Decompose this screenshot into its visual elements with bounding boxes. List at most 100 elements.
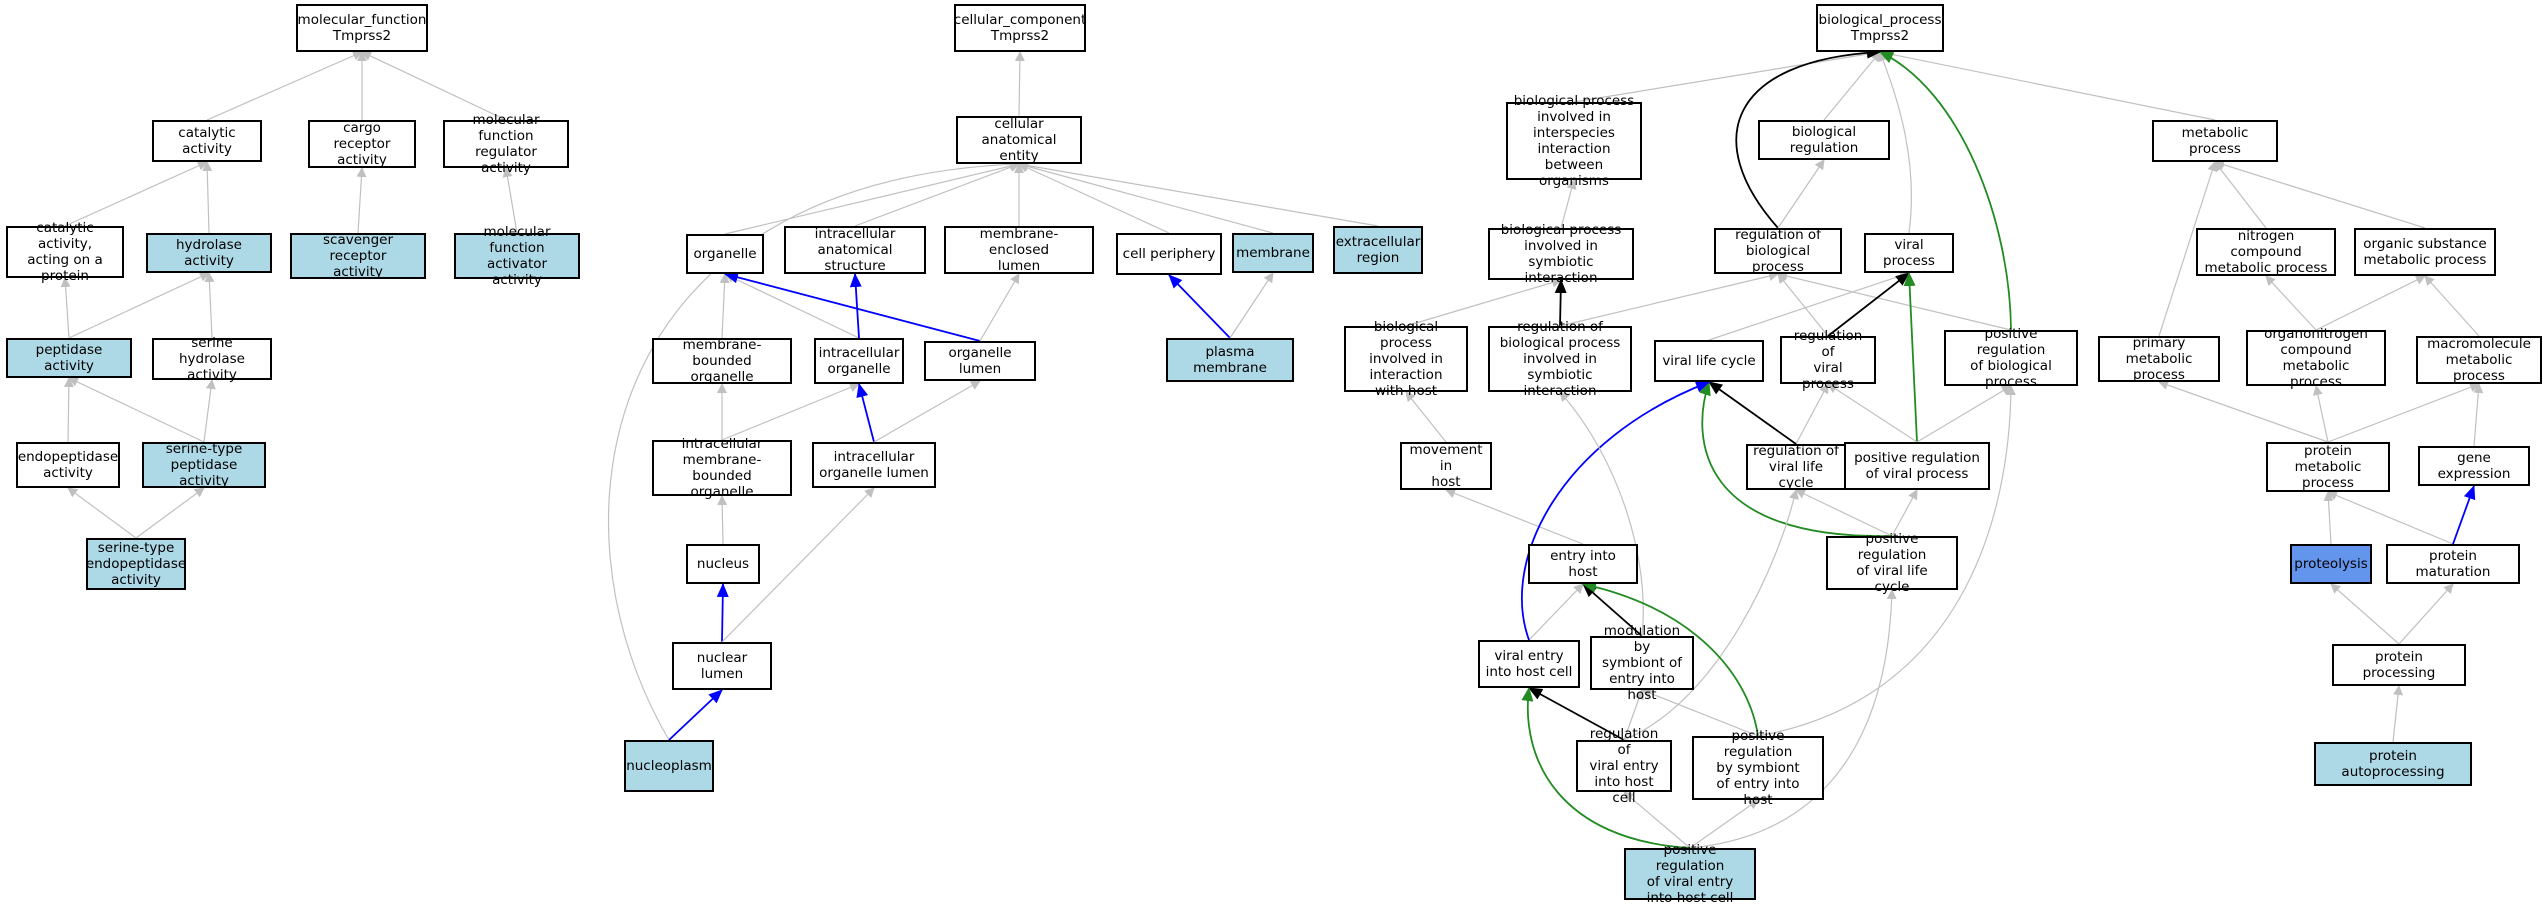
go-term-cell-anat[interactable]: cellular anatomical entity: [956, 116, 1082, 164]
edge-peptidase-to-hydrolase: [68, 272, 210, 339]
go-term-entry-host[interactable]: entry into host: [1528, 544, 1638, 584]
go-term-cc-root[interactable]: cellular_component Tmprss2: [954, 4, 1086, 52]
go-term-intra-mem-bounded[interactable]: intracellular membrane-bounded organelle: [652, 436, 792, 500]
go-term-viral-life-cycle[interactable]: viral life cycle: [1654, 340, 1764, 382]
go-term-scavenger[interactable]: scavenger receptor activity: [290, 232, 426, 280]
go-term-mem-bounded[interactable]: membrane-bounded organelle: [652, 337, 792, 385]
go-term-organonitrogen[interactable]: organonitrogen compound metabolic proces…: [2246, 326, 2386, 390]
go-term-reg-bp-symbiotic[interactable]: regulation of biological process involve…: [1488, 319, 1632, 399]
go-term-viral-process[interactable]: viral process: [1864, 233, 1954, 273]
go-term-pos-reg-viral-process[interactable]: positive regulation of viral process: [1844, 442, 1990, 490]
go-term-modulation-symbiont[interactable]: modulation by symbiont of entry into hos…: [1590, 623, 1694, 703]
go-term-bp-root[interactable]: biological_process Tmprss2: [1816, 4, 1944, 52]
edge-peptidase-to-cat-protein: [60, 277, 71, 339]
edge-cell-anat-to-cc-root: [1014, 51, 1025, 117]
edge-pos-reg-viral-entry-to-pos-reg-symbiont: [1689, 799, 1759, 849]
edge-pos-reg-bp-to-reg-bp: [1777, 271, 2012, 331]
go-term-pos-reg-symbiont[interactable]: positive regulation by symbiont of entry…: [1692, 728, 1824, 808]
edge-intra-org-lumen-to-intra-organelle: [856, 383, 875, 443]
go-term-intra-org-lumen[interactable]: intracellular organelle lumen: [812, 442, 936, 488]
edge-pos-reg-viral-entry-to-viral-entry: [1521, 687, 1691, 849]
go-term-nucleus[interactable]: nucleus: [686, 544, 760, 584]
edge-pos-reg-symbiont-to-pos-reg-bp: [1757, 385, 2016, 737]
edge-bp-symbiotic-to-bp-interspecies: [1560, 179, 1577, 229]
go-term-mf-root[interactable]: molecular_function Tmprss2: [296, 4, 428, 52]
go-term-intra-anat[interactable]: intracellular anatomical structure: [784, 226, 926, 274]
edge-pos-reg-viral-process-to-reg-viral-process: [1827, 383, 1918, 443]
edge-reg-viral-process-to-viral-process: [1827, 272, 1910, 337]
go-term-plasma-membrane[interactable]: plasma membrane: [1166, 338, 1294, 382]
go-term-serine-peptidase[interactable]: serine-type peptidase activity: [142, 441, 266, 489]
go-term-mem-enclosed[interactable]: membrane-enclosed lumen: [944, 226, 1094, 274]
edge-gene-expression-to-macromolecule: [2473, 383, 2484, 447]
edge-proteolysis-to-protein-metabolic: [2323, 491, 2334, 545]
go-term-metabolic[interactable]: metabolic process: [2152, 120, 2278, 162]
go-term-protein-metabolic[interactable]: protein metabolic process: [2266, 442, 2390, 492]
go-term-peptidase[interactable]: peptidase activity: [6, 338, 132, 378]
go-term-proteolysis[interactable]: proteolysis: [2290, 544, 2372, 584]
edge-serine-endopeptidase-to-endopeptidase: [67, 487, 137, 539]
go-term-pos-reg-bp[interactable]: positive regulation of biological proces…: [1944, 326, 2078, 390]
go-term-bp-interaction-host[interactable]: biological process involved in interacti…: [1344, 319, 1468, 399]
go-term-bio-regulation[interactable]: biological regulation: [1758, 120, 1890, 160]
go-term-catalytic[interactable]: catalytic activity: [152, 120, 262, 162]
go-term-serine-hydrolase[interactable]: serine hydrolase activity: [152, 335, 272, 383]
edge-modulation-symbiont-to-reg-bp-symbiotic: [1559, 391, 1644, 637]
go-term-cargo-receptor[interactable]: cargo receptor activity: [308, 120, 416, 168]
go-term-mf-activator[interactable]: molecular function activator activity: [454, 224, 580, 288]
go-term-intra-organelle[interactable]: intracellular organelle: [814, 338, 904, 384]
go-term-reg-viral-life[interactable]: regulation of viral life cycle: [1746, 443, 1846, 491]
go-term-membrane[interactable]: membrane: [1232, 233, 1314, 273]
go-term-protein-processing[interactable]: protein processing: [2332, 644, 2466, 686]
go-term-reg-viral-process[interactable]: regulation of viral process: [1780, 328, 1876, 392]
edge-protein-maturation-to-gene-expression: [2452, 485, 2476, 545]
go-term-protein-autoprocessing[interactable]: protein autoprocessing: [2314, 742, 2472, 786]
edge-hydrolase-to-catalytic: [202, 161, 213, 234]
go-term-reg-bp[interactable]: regulation of biological process: [1714, 227, 1842, 275]
edge-mem-bounded-to-organelle: [719, 273, 730, 339]
go-term-mf-regulator[interactable]: molecular function regulator activity: [443, 112, 569, 176]
go-term-organelle-lumen[interactable]: organelle lumen: [924, 341, 1036, 381]
edge-macromolecule-to-organic-substance: [2424, 275, 2480, 337]
go-term-nuclear-lumen[interactable]: nuclear lumen: [672, 642, 772, 690]
edge-mf-regulator-to-mf-root: [361, 51, 507, 121]
go-term-reg-viral-entry[interactable]: regulation of viral entry into host cell: [1576, 726, 1672, 806]
go-term-pos-reg-viral-entry[interactable]: positive regulation of viral entry into …: [1624, 842, 1756, 904]
edge-protein-processing-to-proteolysis: [2330, 583, 2400, 645]
go-term-endopeptidase[interactable]: endopeptidase activity: [16, 442, 120, 488]
edge-pos-reg-viral-entry-to-reg-viral-entry: [1623, 791, 1691, 849]
go-term-gene-expression[interactable]: gene expression: [2418, 446, 2530, 486]
edge-organelle-lumen-to-organelle: [724, 271, 981, 342]
edge-organelle-lumen-to-mem-enclosed: [979, 273, 1020, 342]
edge-reg-viral-entry-to-modulation-symbiont: [1623, 689, 1644, 741]
edge-endopeptidase-to-peptidase: [63, 377, 74, 443]
edge-viral-process-to-bp-root: [1878, 51, 1912, 234]
go-term-macromolecule[interactable]: macromolecule metabolic process: [2416, 336, 2542, 384]
edge-organonitrogen-to-nitrogen-compound: [2265, 275, 2317, 331]
go-term-organic-substance[interactable]: organic substance metabolic process: [2354, 228, 2496, 276]
edge-pos-reg-viral-process-to-viral-process: [1903, 272, 1918, 443]
go-term-serine-endopeptidase[interactable]: serine-type endopeptidase activity: [85, 538, 187, 590]
edge-pos-reg-viral-entry-to-pos-reg-viral-life: [1689, 589, 1897, 849]
go-term-primary-metabolic[interactable]: primary metabolic process: [2098, 335, 2220, 383]
go-term-nitrogen-compound[interactable]: nitrogen compound metabolic process: [2196, 228, 2336, 276]
go-term-hydrolase[interactable]: hydrolase activity: [146, 233, 272, 273]
edge-protein-metabolic-to-macromolecule: [2327, 382, 2480, 443]
go-term-protein-maturation[interactable]: protein maturation: [2386, 544, 2520, 584]
edge-pos-reg-symbiont-to-modulation-symbiont: [1641, 688, 1759, 737]
go-term-pos-reg-viral-life[interactable]: positive regulation of viral life cycle: [1826, 531, 1958, 595]
edge-intra-org-lumen-to-organelle-lumen: [873, 380, 981, 443]
go-term-nucleoplasm[interactable]: nucleoplasm: [624, 740, 714, 792]
go-term-organelle[interactable]: organelle: [686, 234, 764, 274]
go-term-viral-entry[interactable]: viral entry into host cell: [1478, 640, 1580, 688]
edge-reg-viral-entry-to-reg-viral-life: [1623, 489, 1799, 741]
go-term-cell-periphery[interactable]: cell periphery: [1116, 233, 1222, 275]
go-term-bp-interspecies[interactable]: biological process involved in interspec…: [1506, 93, 1642, 189]
go-term-cat-protein[interactable]: catalytic activity, acting on a protein: [6, 220, 124, 284]
edge-extracellular-to-cell-anat: [1018, 160, 1379, 227]
edge-membrane-to-cell-anat: [1018, 161, 1274, 234]
go-term-extracellular[interactable]: extracellular region: [1333, 226, 1423, 274]
go-term-bp-symbiotic[interactable]: biological process involved in symbiotic…: [1488, 222, 1634, 286]
go-term-movement-host[interactable]: movement in host: [1400, 442, 1492, 490]
